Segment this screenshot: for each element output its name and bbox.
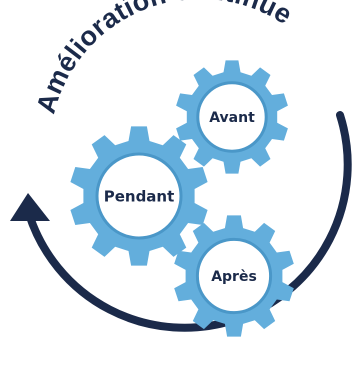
cycle-arrow-head bbox=[10, 193, 50, 221]
gear-apres: Après bbox=[174, 215, 294, 337]
gear-label: Pendant bbox=[104, 188, 175, 206]
gear-pendant: Pendant bbox=[70, 126, 208, 266]
gear-label: Avant bbox=[209, 110, 255, 126]
gear-avant: Avant bbox=[176, 60, 288, 174]
gear-center bbox=[195, 237, 273, 315]
gear-center bbox=[95, 152, 183, 240]
gear-center bbox=[196, 81, 268, 153]
gear-label: Après bbox=[211, 269, 257, 285]
